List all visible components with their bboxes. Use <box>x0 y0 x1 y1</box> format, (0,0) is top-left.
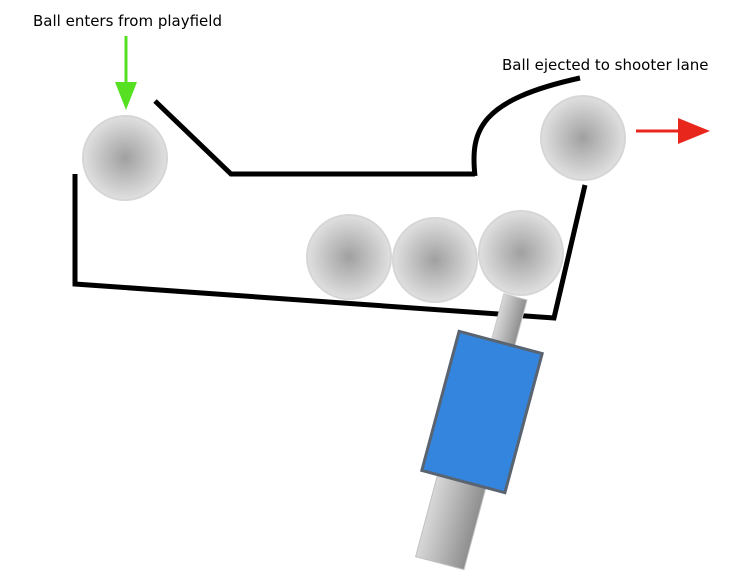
entry-ramp <box>153 99 475 177</box>
ball-enters-label: Ball enters from playfield <box>33 12 222 30</box>
arrow-right-icon <box>636 118 710 144</box>
balls <box>82 95 626 303</box>
eject-curve <box>471 75 581 177</box>
solenoid-coil <box>419 329 545 495</box>
ball-ejected-label: Ball ejected to shooter lane <box>502 56 709 74</box>
arrow-down-icon <box>115 36 137 110</box>
trough-tray <box>72 174 588 321</box>
ball-eject <box>540 95 626 181</box>
ball-trough-1 <box>306 214 392 300</box>
trough-outline <box>72 75 588 321</box>
ball-trough-3 <box>478 210 564 296</box>
ball-entry <box>82 115 168 201</box>
ball-trough-2 <box>392 217 478 303</box>
